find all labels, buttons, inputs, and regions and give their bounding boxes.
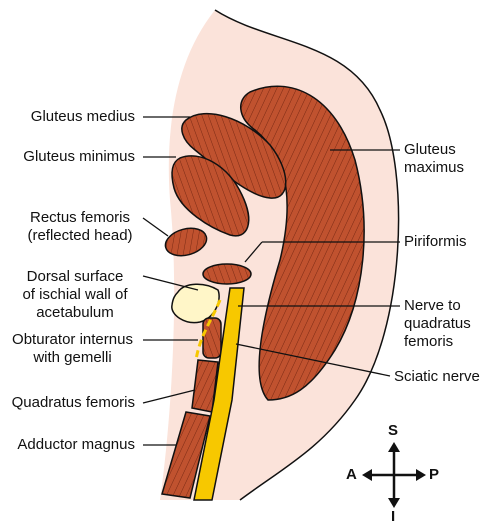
label-nerve-to-qf-line2: quadratus <box>404 315 471 332</box>
label-nerve-to-quadratus-femoris: Nerve to quadratus femoris <box>404 297 471 351</box>
label-gluteus-minimus: Gluteus minimus <box>23 148 135 165</box>
adductor-magnus-muscle <box>161 411 211 499</box>
label-obturator-internus-line2: with gemelli <box>33 349 112 366</box>
label-adductor-magnus: Adductor magnus <box>17 436 135 453</box>
label-rectus-femoris: Rectus femoris (reflected head) <box>20 209 140 245</box>
label-gluteus-maximus-line2: maximus <box>404 159 465 176</box>
label-rectus-femoris-line1: Rectus femoris <box>29 209 131 226</box>
leader-lines-right <box>235 149 400 377</box>
orientation-inferior: I <box>391 508 396 525</box>
label-piriformis: Piriformis <box>404 233 467 250</box>
label-dorsal-surface-line3: acetabulum <box>36 304 114 321</box>
buttock-outline <box>214 9 400 501</box>
sciatic-nerve <box>193 287 245 501</box>
label-gluteus-maximus-line1: Gluteus <box>404 141 456 158</box>
label-sciatic-nerve: Sciatic nerve <box>394 368 480 385</box>
label-quadratus-femoris: Quadratus femoris <box>11 394 135 411</box>
orientation-superior: S <box>388 422 399 439</box>
gluteus-medius-muscle <box>181 112 287 199</box>
label-dorsal-surface: Dorsal surface of ischial wall of acetab… <box>5 268 145 322</box>
orientation-posterior: P <box>429 466 440 483</box>
label-gluteus-maximus: Gluteus maximus <box>404 141 464 177</box>
orientation-anterior: A <box>346 466 357 483</box>
label-gluteus-medius: Gluteus medius <box>30 108 135 125</box>
label-rectus-femoris-line2: (reflected head) <box>27 227 133 244</box>
obturator-internus-muscle <box>202 317 222 359</box>
leader-lines-left <box>142 116 199 446</box>
label-dorsal-surface-line2: of ischial wall of <box>22 286 128 303</box>
piriformis-muscle <box>202 263 252 285</box>
label-dorsal-surface-line1: Dorsal surface <box>26 268 124 285</box>
label-nerve-to-qf-line1: Nerve to <box>404 297 461 314</box>
label-nerve-to-qf-line3: femoris <box>404 333 454 350</box>
gluteus-minimus-muscle <box>171 155 250 237</box>
rectus-femoris-muscle <box>164 227 208 257</box>
ischial-wall-bone <box>171 283 220 324</box>
nerve-to-quadratus-femoris <box>194 299 222 361</box>
label-obturator-internus: Obturator internus with gemelli <box>0 331 145 367</box>
label-obturator-internus-line1: Obturator internus <box>12 331 133 348</box>
orientation-compass <box>362 442 426 508</box>
